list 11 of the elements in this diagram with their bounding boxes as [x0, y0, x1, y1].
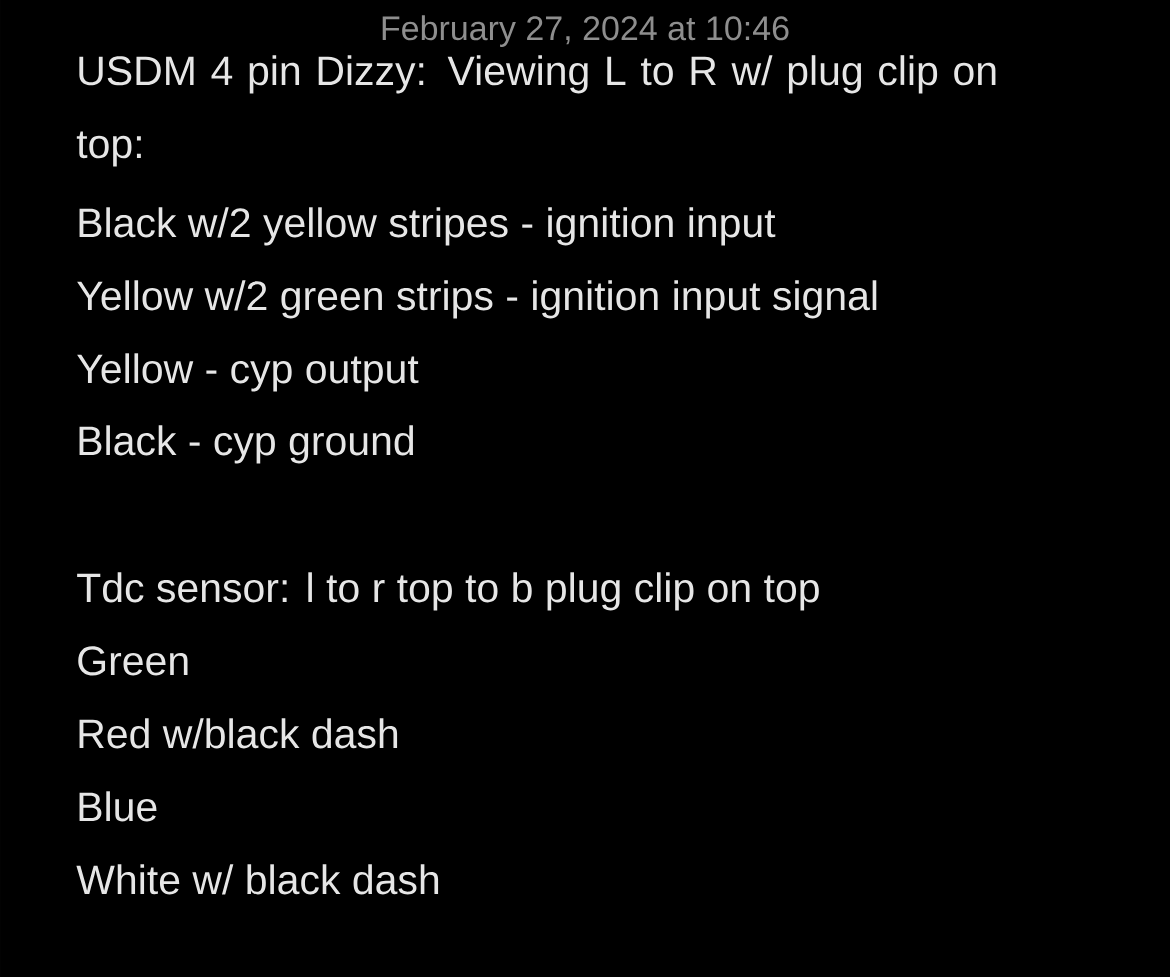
note-line: Red w/black dash — [79, 718, 398, 749]
note-line: Green — [78, 646, 188, 676]
note-line: Yellow - cyp output — [77, 353, 419, 392]
date-heading: February 27, 2024 at 10:46 — [382, 15, 789, 48]
note-line: Black w/2 yellow stripes - ignition input — [79, 207, 776, 246]
note-line: White w/ black dash — [76, 864, 439, 895]
note-line: Tdc sensor: l to r top to b plug clip on top — [77, 572, 819, 611]
note-line: Blue — [79, 791, 157, 822]
note-line: Black - cyp ground — [79, 425, 414, 464]
note-line: USDM 4 pin Dizzy: Viewing L to R w/ plug clip on top: — [76, 55, 996, 167]
note-line: Yellow w/2 green strips - ignition input signal — [77, 280, 877, 319]
